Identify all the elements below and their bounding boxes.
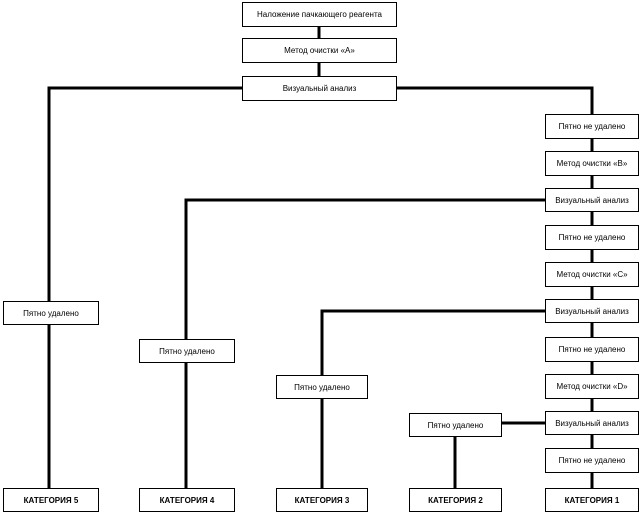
node-spot-not-removed-3: Пятно не удалено <box>545 337 639 362</box>
node-method-d: Метод очистки «D» <box>545 374 639 399</box>
node-visual-analysis-1: Визуальный анализ <box>242 76 397 101</box>
node-category-2: КАТЕГОРИЯ 2 <box>409 488 502 512</box>
node-visual-analysis-4: Визуальный анализ <box>545 411 639 435</box>
node-spot-not-removed-1: Пятно не удалено <box>545 114 639 139</box>
node-spot-removed-4: Пятно удалено <box>139 339 235 363</box>
node-category-1: КАТЕГОРИЯ 1 <box>545 488 639 512</box>
node-category-3: КАТЕГОРИЯ 3 <box>276 488 368 512</box>
node-category-5: КАТЕГОРИЯ 5 <box>3 488 99 512</box>
node-method-c: Метод очистки «С» <box>545 262 639 287</box>
node-category-4: КАТЕГОРИЯ 4 <box>139 488 235 512</box>
node-spot-not-removed-2: Пятно не удалено <box>545 225 639 250</box>
node-visual-analysis-3: Визуальный анализ <box>545 299 639 323</box>
node-spot-removed-3: Пятно удалено <box>276 375 368 399</box>
edge-visual1-removed5 <box>47 86 245 303</box>
node-method-a: Метод очистки «А» <box>242 38 397 63</box>
node-spot-removed-2: Пятно удалено <box>409 413 502 437</box>
edge-visual1-spotnot1 <box>395 86 594 116</box>
node-apply-reagent: Наложение пачкающего реагента <box>242 2 397 27</box>
node-spot-not-removed-4: Пятно не удалено <box>545 448 639 473</box>
edge-visual3-removed3 <box>320 309 547 377</box>
edge-visual2-removed4 <box>184 198 547 341</box>
node-spot-removed-5: Пятно удалено <box>3 301 99 325</box>
node-method-b: Метод очистки «В» <box>545 151 639 176</box>
node-visual-analysis-2: Визуальный анализ <box>545 188 639 212</box>
